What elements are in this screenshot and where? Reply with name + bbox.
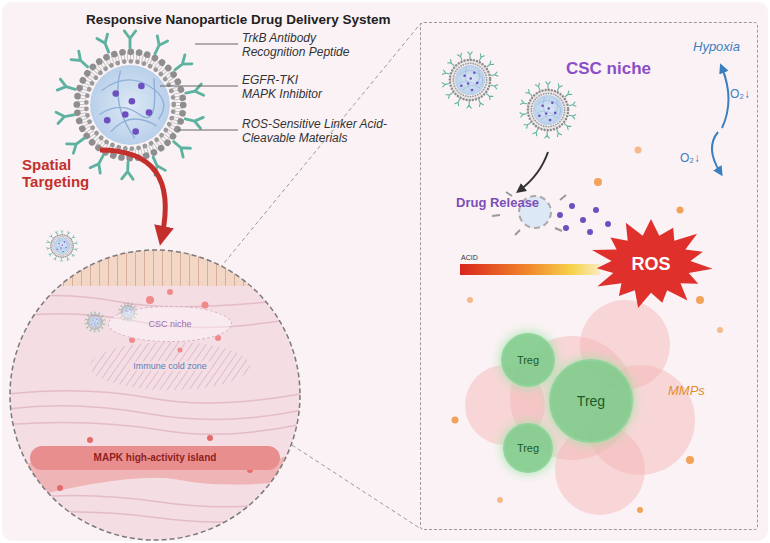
zoom-panel: CSC nicheROSTregTregTreg: [420, 22, 758, 530]
ros-burst: ROS: [589, 219, 713, 309]
cell-label: Treg: [577, 393, 605, 409]
niche-region: CSC niche: [108, 306, 232, 342]
treg-cell: Treg: [501, 333, 555, 387]
component-label: EGFR-TKI MAPK Inhibitor: [242, 74, 332, 102]
burst-shape: [592, 219, 713, 308]
panel-heading: CSC niche: [566, 59, 651, 79]
region-label: CSC niche: [148, 319, 191, 329]
region-label: Immune cold zone: [130, 361, 210, 371]
burst-label: ROS: [631, 254, 670, 275]
arrow-label: Spatial Targeting: [22, 156, 104, 191]
region-label: MAPK high-activity island: [94, 452, 217, 464]
figure-title: Responsive Nanoparticle Drug Delivery Sy…: [86, 12, 391, 28]
vessel-band: MAPK high-activity island: [30, 446, 280, 470]
oxygen-label: O₂↓: [680, 152, 700, 166]
immune-zone: Immune cold zone: [95, 350, 245, 382]
gradient-label: ACID: [461, 254, 478, 262]
cell-label: Treg: [517, 442, 539, 455]
component-label: ROS-Sensitive Linker Acid-Cleavable Mate…: [242, 118, 394, 146]
molecule-label: MMPs: [668, 384, 705, 399]
treg-cell: Treg: [503, 423, 553, 473]
component-label: TrkB Antibody Recognition Peptide: [242, 32, 367, 60]
cell-label: Treg: [517, 354, 539, 367]
process-label: Drug Release: [456, 196, 539, 211]
oxygen-label: O₂↓: [730, 88, 750, 102]
condition-label: Hypoxia: [693, 40, 740, 55]
treg-cell: Treg: [549, 359, 633, 443]
